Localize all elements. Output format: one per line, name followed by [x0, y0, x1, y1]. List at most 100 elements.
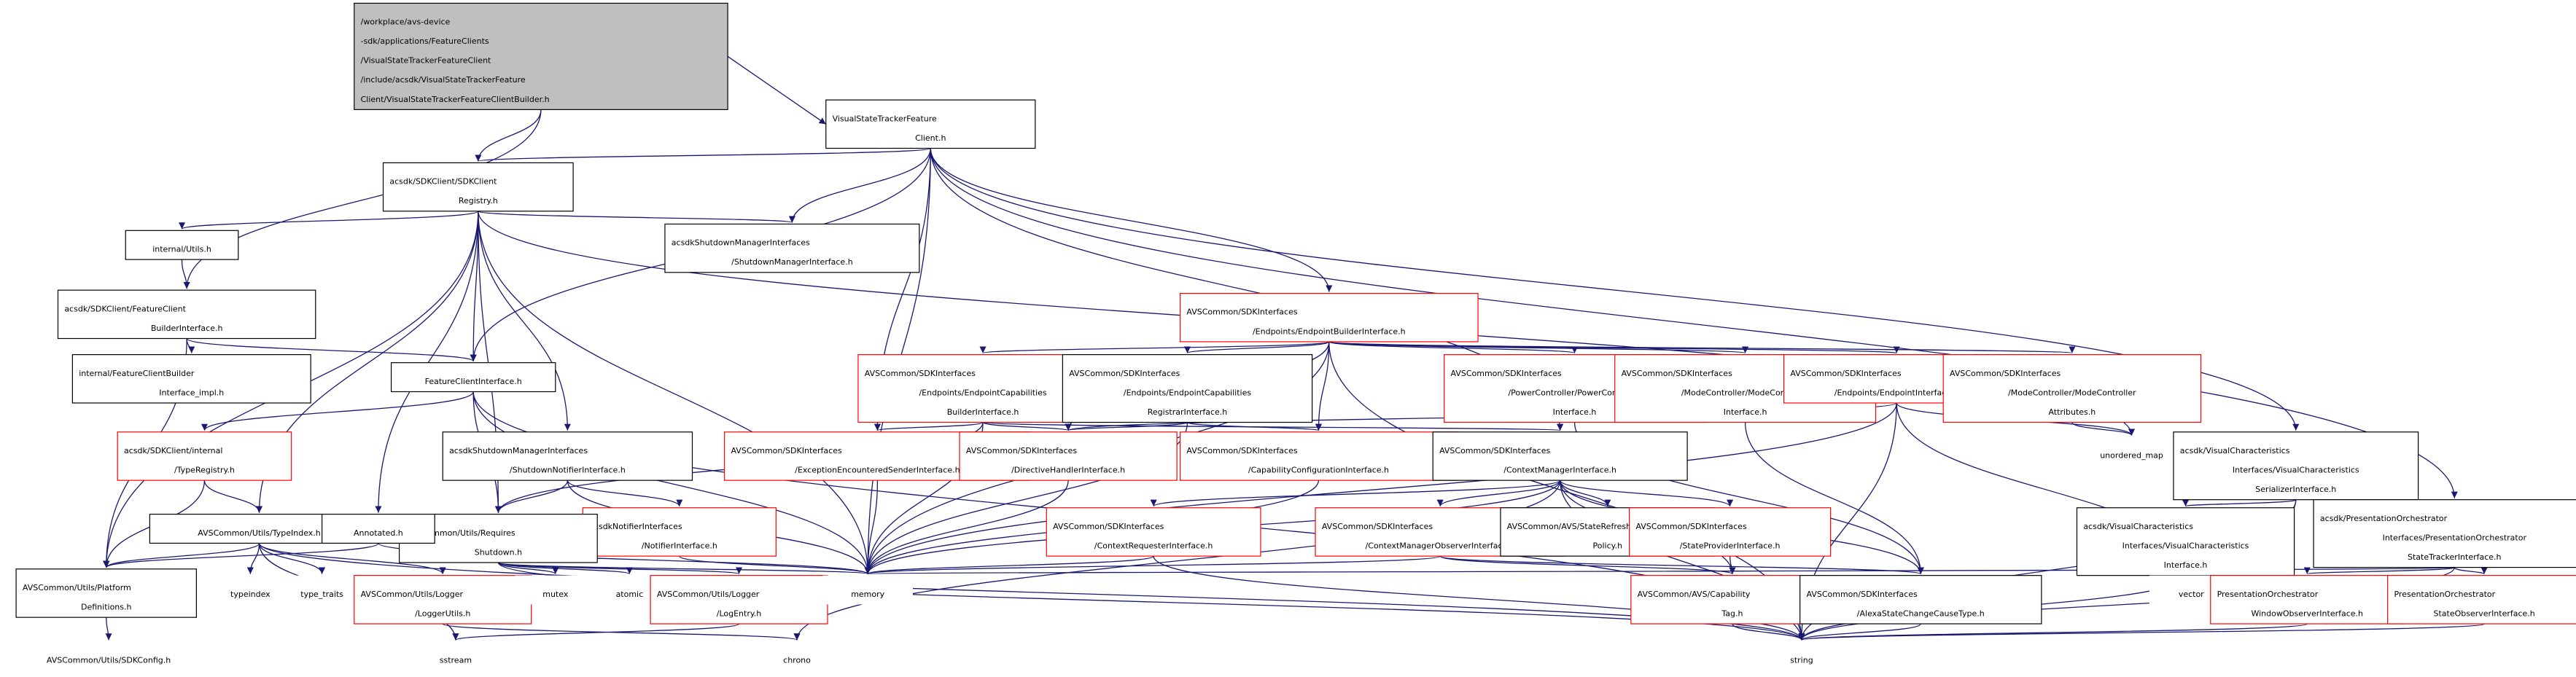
- node-label: AVSCommon/SDKInterfaces: [966, 446, 1077, 455]
- node-winobs[interactable]: PresentationOrchestratorWindowObserverIn…: [2210, 575, 2405, 625]
- node-shutnot[interactable]: acsdkShutdownManagerInterfaces/ShutdownN…: [442, 431, 693, 481]
- node-label: -sdk/applications/FeatureClients: [361, 36, 489, 46]
- node-label: acsdkShutdownManagerInterfaces: [672, 238, 810, 248]
- node-modeattr[interactable]: AVSCommon/SDKInterfaces/ModeController/M…: [1942, 354, 2202, 423]
- node-label: Interface.h: [1553, 407, 1597, 417]
- node-root[interactable]: /workplace/avs-device-sdk/applications/F…: [354, 2, 728, 111]
- edge-requires-mutex: [497, 562, 559, 575]
- edge-loggerutils-chrono: [442, 623, 801, 641]
- node-box: [756, 641, 838, 671]
- node-label: StateObserverInterface.h: [2433, 608, 2534, 618]
- node-mutex[interactable]: mutex: [515, 575, 596, 605]
- edge-pres-stateobs: [2454, 566, 2488, 575]
- node-label: Interface.h: [2164, 560, 2208, 570]
- edge-pres-memory: [867, 566, 2455, 575]
- node-epbuilder[interactable]: AVSCommon/SDKInterfaces/Endpoints/Endpoi…: [1179, 292, 1479, 343]
- edge-typeindexh-typetraits: [258, 543, 326, 574]
- edge-vstfc-shutmgr: [788, 148, 931, 223]
- node-fcbimpl[interactable]: internal/FeatureClientBuilderInterface_i…: [71, 354, 311, 404]
- node-box: [57, 289, 316, 340]
- node-loggerutils[interactable]: AVSCommon/Utils/Logger/LoggerUtils.h: [354, 575, 532, 625]
- node-label: /Endpoints/EndpointCapabilities: [919, 388, 1046, 397]
- edge-epcapbuilder-exenc: [874, 421, 984, 431]
- edge-epiface-memory: [864, 402, 1897, 574]
- node-label: Registry.h: [459, 196, 498, 206]
- node-box: [322, 513, 435, 544]
- edge-requires-atomic: [497, 562, 633, 575]
- node-ctxreq[interactable]: AVSCommon/SDKInterfaces/ContextRequester…: [1046, 507, 1261, 557]
- node-box: [71, 354, 311, 404]
- node-box: [1432, 431, 1688, 481]
- node-label: /ShutdownManagerInterface.h: [731, 257, 853, 267]
- node-stateprov[interactable]: AVSCommon/SDKInterfaces/StateProviderInt…: [1629, 507, 1832, 557]
- node-intutils[interactable]: internal/Utils.h: [125, 230, 239, 260]
- edge-epbuilder-epcapbuilder: [980, 341, 1330, 354]
- edge-fci-typereg: [201, 391, 474, 431]
- node-shutmgr[interactable]: acsdkShutdownManagerInterfaces/ShutdownM…: [664, 223, 920, 273]
- edge-epcapreg-dirhandler: [1065, 421, 1188, 431]
- edge-pres-winobs: [2304, 566, 2455, 575]
- node-vstfc[interactable]: VisualStateTrackerFeatureClient.h: [825, 99, 1036, 149]
- node-label: PresentationOrchestrator: [2217, 590, 2319, 599]
- node-stateobs[interactable]: PresentationOrchestratorStateObserverInt…: [2387, 575, 2576, 625]
- node-label: Definitions.h: [81, 603, 131, 612]
- node-vcif[interactable]: acsdk/VisualCharacteristicsInterfaces/Vi…: [2076, 507, 2295, 576]
- node-label: /StateProviderInterface.h: [1680, 541, 1781, 550]
- edge-epbuilder-modeattr: [1328, 341, 2075, 354]
- node-notifier[interactable]: acsdkNotifierInterfaces/NotifierInterfac…: [582, 507, 777, 557]
- node-label: /Endpoints/EndpointCapabilities: [1124, 388, 1251, 397]
- node-label: /DirectiveHandlerInterface.h: [1011, 466, 1125, 475]
- edge-sdkreg-shutnot: [478, 211, 571, 431]
- node-label: Client/VisualStateTrackerFeatureClientBu…: [361, 95, 550, 104]
- node-pres[interactable]: acsdk/PresentationOrchestratorInterfaces…: [2313, 499, 2576, 568]
- edge-epbuilder-epcapreg: [1184, 341, 1330, 354]
- node-label: Shutdown.h: [475, 547, 522, 557]
- node-box: [959, 431, 1178, 481]
- node-label: AVSCommon/SDKInterfaces: [1186, 446, 1297, 455]
- node-memory[interactable]: memory: [822, 575, 914, 605]
- node-label: internal/FeatureClientBuilder: [79, 369, 195, 378]
- node-label: acsdkNotifierInterfaces: [589, 522, 682, 531]
- node-label: acsdk/SDKClient/SDKClient: [389, 177, 497, 187]
- node-label: AVSCommon/SDKInterfaces: [1635, 522, 1746, 531]
- node-capcfg[interactable]: AVSCommon/SDKInterfaces/CapabilityConfig…: [1179, 431, 1458, 481]
- node-string[interactable]: string: [1761, 641, 1842, 671]
- node-logentry[interactable]: AVSCommon/Utils/Logger/LogEntry.h: [650, 575, 828, 625]
- node-label: acsdk/VisualCharacteristics: [2083, 522, 2193, 531]
- node-label: AVSCommon/SDKInterfaces: [1807, 590, 1918, 599]
- edge-vstfc-pres: [930, 148, 2458, 498]
- node-label: acsdk/PresentationOrchestrator: [2320, 514, 2448, 523]
- node-label: AVSCommon/SDKInterfaces: [731, 446, 841, 455]
- node-sdkconfig[interactable]: AVSCommon/Utils/SDKConfig.h: [8, 641, 210, 671]
- node-label: /ModeController/ModeController: [1681, 388, 1810, 397]
- node-box: [1799, 575, 2042, 625]
- edge-vstfc-vcser: [930, 148, 2300, 431]
- node-typereg[interactable]: acsdk/SDKClient/internal/TypeRegistry.h: [117, 431, 292, 481]
- node-dirhandler[interactable]: AVSCommon/SDKInterfaces/DirectiveHandler…: [959, 431, 1178, 481]
- node-label: PresentationOrchestrator: [2394, 590, 2495, 599]
- node-epcapreg[interactable]: AVSCommon/SDKInterfaces/Endpoints/Endpoi…: [1062, 354, 1313, 423]
- node-sstream[interactable]: sstream: [415, 641, 497, 671]
- node-label: AVSCommon/Utils/Logger: [361, 590, 464, 599]
- node-annotated[interactable]: Annotated.h: [322, 513, 435, 544]
- node-label: /TypeRegistry.h: [174, 466, 235, 475]
- node-fci[interactable]: FeatureClientInterface.h: [390, 362, 556, 393]
- node-vcser[interactable]: acsdk/VisualCharacteristicsInterfaces/Vi…: [2173, 431, 2419, 501]
- node-label: AVSCommon/SDKInterfaces: [1439, 446, 1550, 455]
- node-fcbi[interactable]: acsdk/SDKClient/FeatureClientBuilderInte…: [57, 289, 316, 340]
- node-unordered[interactable]: unordered_map: [2077, 437, 2187, 466]
- node-alexacause[interactable]: AVSCommon/SDKInterfaces/AlexaStateChange…: [1799, 575, 2042, 625]
- node-chrono[interactable]: chrono: [756, 641, 838, 671]
- node-label: AVSCommon/SDKInterfaces: [1622, 369, 1732, 378]
- node-ctxmgr[interactable]: AVSCommon/SDKInterfaces/ContextManagerIn…: [1432, 431, 1688, 481]
- node-label: vector: [2179, 590, 2204, 599]
- node-label: internal/Utils.h: [152, 244, 211, 254]
- node-label: Client.h: [915, 133, 946, 143]
- edge-dirhandler-memory: [864, 480, 1069, 574]
- edge-epcapbuilder-ctxmgr: [982, 421, 1563, 431]
- nodes-layer: /workplace/avs-device-sdk/applications/F…: [8, 2, 2576, 671]
- node-box: [2076, 507, 2295, 576]
- node-label: memory: [851, 590, 884, 599]
